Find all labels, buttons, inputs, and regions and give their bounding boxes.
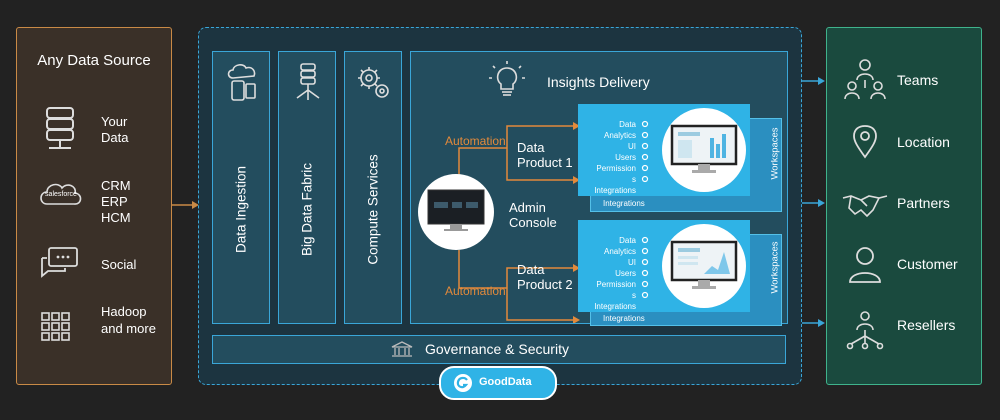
data-product-2-label: Data Product 2 xyxy=(517,262,573,292)
data-product-1-label: Data Product 1 xyxy=(517,140,573,170)
pillar-label-big-data-fabric: Big Data Fabric xyxy=(299,162,315,257)
bank-shield-icon xyxy=(391,341,413,357)
card-2-item-permissions: Permission xyxy=(596,280,636,289)
insights-title: Insights Delivery xyxy=(547,74,650,90)
audience-panel: Teams Location Partners Customer Reselle… xyxy=(826,27,982,385)
audience-label-location: Location xyxy=(897,134,950,150)
pillar-big-data-fabric: Big Data Fabric xyxy=(278,51,336,324)
card-2-item-integrations: Integrations xyxy=(594,302,636,311)
audience-label-resellers: Resellers xyxy=(897,317,956,333)
source-label-social: Social xyxy=(101,257,137,272)
grid-icon xyxy=(41,312,70,341)
team-icon xyxy=(844,59,886,100)
card-2-item-users: Users xyxy=(615,269,636,278)
card-1-item-analytics: Analytics xyxy=(603,131,636,140)
pillar-label-compute-services: Compute Services xyxy=(365,154,381,265)
data-source-title: Any Data Source xyxy=(37,52,151,69)
pillar-compute-services: Compute Services xyxy=(344,51,402,324)
dashboard-monitor-icon xyxy=(670,124,738,173)
admin-console-label: Admin Console xyxy=(509,200,557,230)
card-1-item-ui: UI xyxy=(628,142,636,151)
workspaces-label-1: Workspaces xyxy=(769,127,781,180)
source-arrowhead xyxy=(192,201,199,209)
card-2-item-data: Data xyxy=(619,236,636,245)
gooddata-logo-icon xyxy=(454,374,472,392)
database-icon xyxy=(46,107,74,149)
pillar-data-ingestion: Data Ingestion xyxy=(212,51,270,324)
dashboard-monitor-icon xyxy=(670,240,738,289)
card-1-back-integrations: Integrations xyxy=(603,199,645,208)
cloud-devices-icon xyxy=(227,64,256,101)
card-2-bullets xyxy=(641,236,649,299)
data-source-panel: Any Data Source Your Data salesforce CRM… xyxy=(16,27,172,385)
card-1-item-permissions-suffix: s xyxy=(632,175,636,184)
card-2-back-integrations: Integrations xyxy=(603,314,645,323)
card-2-item-analytics: Analytics xyxy=(603,247,636,256)
source-label-your-data: Your Data xyxy=(101,114,129,145)
card-1-item-integrations: Integrations xyxy=(594,186,636,195)
automation-label-2: Automation xyxy=(445,284,506,298)
handshake-icon xyxy=(842,195,888,218)
data-product-card-2: Data Analytics UI Users Permission s Int… xyxy=(578,220,750,312)
gooddata-badge: GoodData xyxy=(439,366,557,400)
data-product-card-1: Data Analytics UI Users Permission s Int… xyxy=(578,104,750,196)
salesforce-logo-text: salesforce xyxy=(45,191,77,198)
governance-bar: Governance & Security xyxy=(212,335,786,364)
source-label-hadoop: Hadoop and more xyxy=(101,304,156,336)
lightbulb-icon xyxy=(489,61,525,96)
card-2-item-ui: UI xyxy=(628,258,636,267)
chat-bubbles-icon xyxy=(41,247,78,278)
gears-icon xyxy=(358,67,389,98)
person-icon xyxy=(849,247,881,283)
source-label-crm: CRM ERP HCM xyxy=(101,178,131,225)
card-1-item-permissions: Permission xyxy=(596,164,636,173)
pillar-label-data-ingestion: Data Ingestion xyxy=(233,165,249,254)
location-pin-icon xyxy=(853,125,877,159)
governance-label: Governance & Security xyxy=(425,341,569,357)
gooddata-brand-label: GoodData xyxy=(479,376,532,388)
reseller-network-icon xyxy=(846,311,884,350)
card-1-item-data: Data xyxy=(619,120,636,129)
card-1-bullets xyxy=(641,120,649,183)
automation-label-1: Automation xyxy=(445,134,506,148)
audience-label-partners: Partners xyxy=(897,195,950,211)
card-1-item-users: Users xyxy=(615,153,636,162)
admin-console-monitor xyxy=(427,189,485,231)
card-2-item-permissions-suffix: s xyxy=(632,291,636,300)
database-network-icon xyxy=(296,63,320,100)
salesforce-cloud-icon xyxy=(40,183,82,205)
audience-label-customer: Customer xyxy=(897,256,958,272)
workspaces-label-2: Workspaces xyxy=(769,241,781,294)
insights-connectors xyxy=(458,122,580,323)
audience-label-teams: Teams xyxy=(897,72,939,88)
